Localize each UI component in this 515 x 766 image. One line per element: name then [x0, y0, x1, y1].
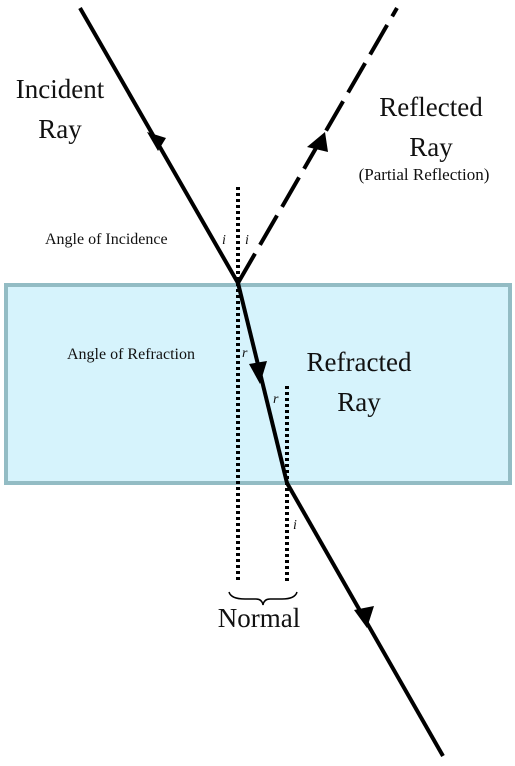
- reflected-label-line2: Ray: [409, 132, 453, 162]
- emergent-ray-arrow: [354, 606, 374, 628]
- angle-of-incidence-label: Angle of Incidence: [45, 231, 168, 248]
- incident-label-line1: Incident: [16, 74, 105, 104]
- angle-r-top: r: [242, 346, 248, 361]
- angle-i-reflected: i: [245, 233, 249, 248]
- incident-label-line2: Ray: [38, 114, 82, 144]
- angle-of-refraction-label: Angle of Refraction: [67, 346, 195, 363]
- refracted-ray-arrow: [249, 361, 267, 384]
- normal-label: Normal: [218, 603, 300, 633]
- incident-ray-arrow: [147, 132, 166, 151]
- partial-reflection-label: (Partial Reflection): [359, 165, 490, 184]
- angle-r-bottom: r: [273, 392, 279, 407]
- refracted-ray: [236, 282, 289, 484]
- reflected-label-line1: Reflected: [379, 92, 483, 122]
- reflected-ray-arrow: [307, 132, 328, 152]
- angle-i-emergent: i: [293, 518, 297, 533]
- refracted-label-line2: Ray: [337, 387, 381, 417]
- normal-brace: [228, 591, 298, 606]
- refracted-label-line1: Refracted: [307, 347, 412, 377]
- glass-block: [4, 283, 512, 485]
- angle-i-incident: i: [222, 233, 226, 248]
